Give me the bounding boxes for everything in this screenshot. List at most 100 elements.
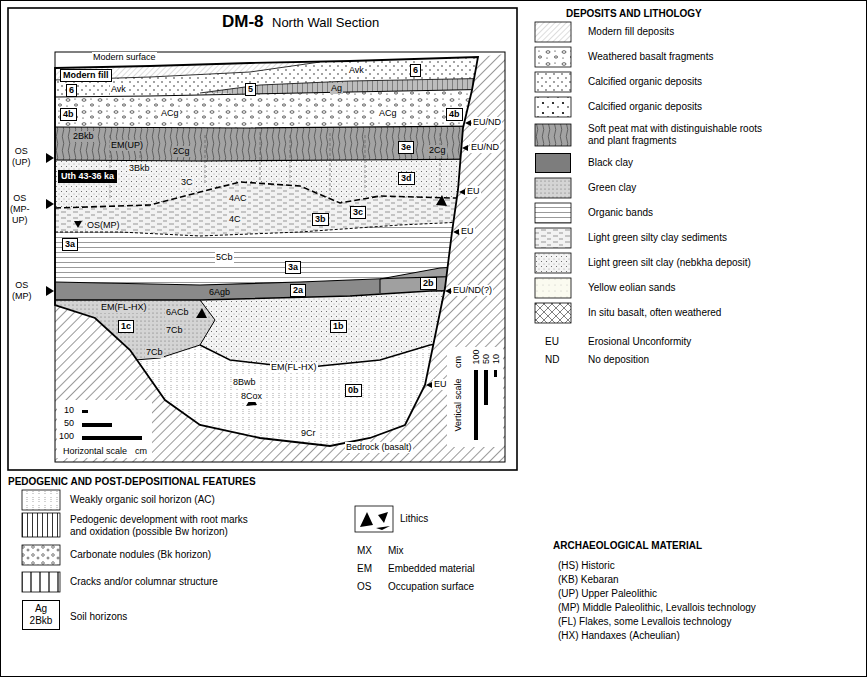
label: 2Cg xyxy=(428,145,447,156)
legend-text: In situ basalt, often weathered xyxy=(588,307,721,319)
unit-1b xyxy=(55,290,505,470)
section-outline xyxy=(55,57,478,446)
legend-text: Cracks and/or columnar structure xyxy=(70,576,218,588)
unit-3e xyxy=(55,126,505,161)
unit-label: 5 xyxy=(248,84,253,95)
legend-text: Calcified organic deposits xyxy=(588,101,702,113)
label: 4AC xyxy=(228,193,248,204)
label: 2Cg xyxy=(172,146,191,157)
unit-box: 4b xyxy=(446,108,463,121)
label: EU/ND xyxy=(472,117,502,128)
label: 2Bkb xyxy=(72,131,95,142)
legend-text: Lithics xyxy=(400,513,428,525)
label: (FL) Flakes, some Levallois technology xyxy=(558,616,731,628)
unit-label: 3a xyxy=(65,239,75,250)
unit-label: Modern fill xyxy=(63,70,109,81)
legend-text: Organic bands xyxy=(588,207,653,219)
legend-text: Weathered basalt fragments xyxy=(588,51,713,63)
label: 7Cb xyxy=(145,347,164,358)
label: 10 xyxy=(491,354,501,364)
label: EU xyxy=(466,186,481,197)
unit-box: 6 xyxy=(410,64,421,77)
unit-label: Ag xyxy=(26,603,56,615)
legend-text: Pedogenic development with root marks an… xyxy=(70,514,258,538)
label: 8Cox xyxy=(240,391,263,402)
label: Avk xyxy=(348,65,365,76)
legend-text: Light green silt clay (nebkha deposit) xyxy=(588,257,751,269)
label: Vertical scale xyxy=(453,378,463,431)
unit-box: 6 xyxy=(66,84,77,97)
scale-bars xyxy=(82,370,497,440)
label: ACg xyxy=(378,108,398,119)
legend-swatch xyxy=(535,153,571,173)
label: 50 xyxy=(481,354,491,364)
unit-box: 0b xyxy=(345,384,362,397)
label: 6Agb xyxy=(208,287,231,298)
unit-box: 1c xyxy=(118,320,134,333)
label: EM(FL-HX) xyxy=(270,362,318,373)
legend-text: Yellow eolian sands xyxy=(588,282,675,294)
label: Ag xyxy=(330,83,343,94)
legend-text: Light green silty clay sediments xyxy=(588,232,727,244)
label: ACg xyxy=(160,108,180,119)
unit-label: 4b xyxy=(449,109,460,120)
section-frame xyxy=(8,8,517,470)
label: cm xyxy=(134,446,148,457)
unit-label: Uth 43-36 ka xyxy=(61,171,114,182)
unit-label: 1c xyxy=(121,321,131,332)
unit-label: 0b xyxy=(348,385,359,396)
unit-box: 3a xyxy=(62,238,78,251)
label: 7Cb xyxy=(165,325,184,336)
label: EM(FL-HX) xyxy=(100,302,148,313)
scale-ground xyxy=(447,347,503,447)
unit-box: 4b xyxy=(60,108,77,121)
unit-label: 4b xyxy=(63,109,74,120)
unit-box: 5 xyxy=(245,83,256,96)
label: 10 xyxy=(63,405,75,416)
unit-label: 3a xyxy=(288,262,298,273)
label: OS (UP) xyxy=(12,146,31,168)
legend-text: Calcified organic deposits xyxy=(588,76,702,88)
label: North Wall Section xyxy=(272,15,379,30)
label: Horizontal scale xyxy=(62,446,128,457)
lithics-sample xyxy=(360,512,390,530)
label: ND xyxy=(545,354,559,366)
unit-box: Uth 43-36 ka xyxy=(58,170,117,183)
label: PEDOGENIC AND POST-DEPOSITIONAL FEATURES xyxy=(8,476,256,488)
legend-text: Weakly organic soil horizon (AC) xyxy=(70,494,215,506)
unit-label: 2a xyxy=(293,285,303,296)
label: cm xyxy=(453,356,463,368)
label: EM(UP) xyxy=(110,140,144,151)
unit-box: 3b xyxy=(312,213,329,226)
label: 4C xyxy=(228,214,242,225)
unit-box: 3c xyxy=(350,206,366,219)
unit-label: 6 xyxy=(69,85,74,96)
unit-box: 3a xyxy=(285,261,301,274)
unit-box: 3d xyxy=(398,172,415,185)
legend-text: Green clay xyxy=(588,182,636,194)
label: OS (MP) xyxy=(12,280,31,302)
label: Avk xyxy=(110,84,127,95)
strata xyxy=(55,50,505,470)
label: Occupation surface xyxy=(388,581,474,593)
label: 8Bwb xyxy=(232,377,257,388)
lithic-symbols xyxy=(196,195,447,406)
unit-label: 3b xyxy=(315,214,326,225)
unit-0b xyxy=(55,335,505,470)
unit-label: 2b xyxy=(423,278,434,289)
legend-text: Black clay xyxy=(588,157,633,169)
unit-label: 3e xyxy=(401,142,411,153)
label: (UP) Upper Paleolithic xyxy=(558,588,657,600)
label: ARCHAEOLOGICAL MATERIAL xyxy=(553,540,702,552)
legend-text: Soft peat mat with distinguishable roots… xyxy=(588,123,772,147)
label: MX xyxy=(357,545,372,557)
label: (HX) Handaxes (Acheulian) xyxy=(558,630,680,642)
label: OS(MP) xyxy=(86,220,121,231)
label: Embedded material xyxy=(388,563,475,575)
label: 6ACb xyxy=(165,307,190,318)
legend-swatches xyxy=(22,22,571,592)
label: EU xyxy=(545,336,559,348)
unit-label: 3c xyxy=(353,207,363,218)
